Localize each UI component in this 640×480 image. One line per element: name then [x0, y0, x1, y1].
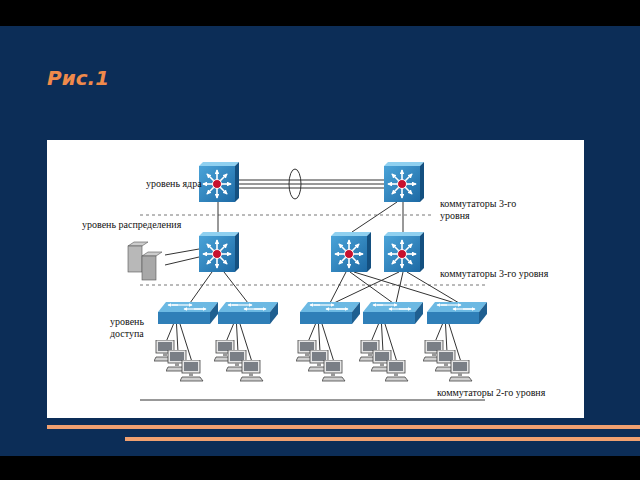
- l2-switch: [427, 302, 487, 324]
- pc-link: [319, 324, 321, 352]
- l2-switch: [218, 302, 278, 324]
- level-label: уровень ядра: [146, 178, 202, 190]
- pc-icon: [180, 360, 203, 381]
- l2-switch: [363, 302, 423, 324]
- pc-link: [166, 324, 174, 342]
- level-divider: [140, 400, 485, 401]
- pc-link: [446, 324, 448, 352]
- pc-link: [371, 324, 379, 342]
- bottom-band: [0, 456, 640, 480]
- level-label: уровень распределения: [82, 219, 181, 231]
- level-label: коммутаторы 2-го уровня: [437, 387, 545, 399]
- pc-link: [226, 324, 234, 342]
- l2-switch: [158, 302, 218, 324]
- l3-switch: [384, 232, 424, 272]
- pc-icon: [385, 360, 408, 381]
- pc-icon: [449, 360, 472, 381]
- l3-switch: [384, 162, 424, 202]
- l3-switch: [199, 232, 239, 272]
- l3-switch: [199, 162, 239, 202]
- pc-icon: [322, 360, 345, 381]
- rule-line: [47, 425, 640, 429]
- l3-switch: [331, 232, 371, 272]
- pc-link: [237, 324, 239, 352]
- level-label: уровень доступа: [110, 316, 156, 340]
- l2-switch: [300, 302, 360, 324]
- slide-title: Рис.1: [47, 66, 109, 90]
- level-label: коммутаторы 3-го уровня: [440, 268, 548, 280]
- server-icon: [128, 242, 162, 280]
- rule-line: [125, 437, 640, 441]
- level-divider: [140, 215, 485, 285]
- top-band: [0, 0, 640, 26]
- pc-icon: [240, 360, 263, 381]
- pc-link: [177, 324, 179, 352]
- figure-panel: [47, 140, 584, 418]
- pc-link: [435, 324, 443, 342]
- pc-link: [308, 324, 316, 342]
- pc-link: [382, 324, 384, 352]
- level-label: коммутаторы 3-го уровня: [440, 198, 524, 222]
